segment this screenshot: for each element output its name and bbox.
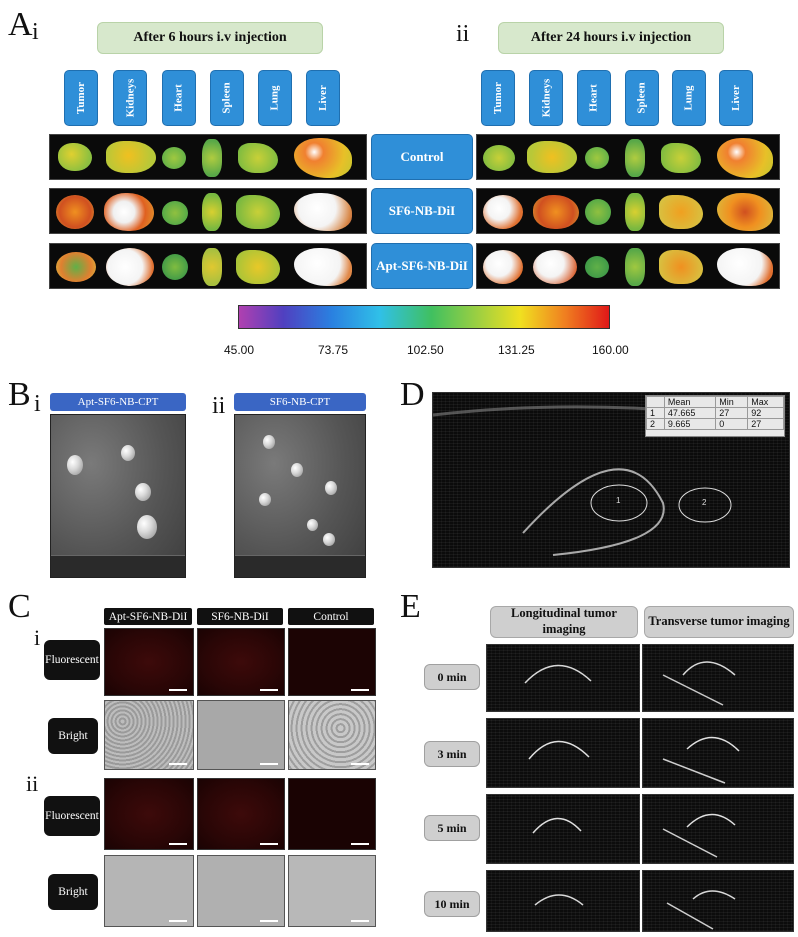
- row-label-bright-ii: Bright: [48, 874, 98, 910]
- sem-image-sf6-nb-cpt: [234, 414, 366, 578]
- time-label-5-min: 5 min: [424, 815, 480, 841]
- bright-image-sf6-ii: [197, 855, 285, 927]
- panel-c-sub-i: i: [34, 625, 41, 650]
- panel-b-sub-ii: ii: [212, 393, 226, 419]
- organ-label-heart-left: Heart: [162, 70, 196, 126]
- organ-label-lung-left: Lung: [258, 70, 292, 126]
- time-label-0-min: 0 min: [424, 664, 480, 690]
- organ-label-spleen-left: Spleen: [210, 70, 244, 126]
- organ-label-kidneys-left: Kidneys: [113, 70, 147, 126]
- organ-label-kidneys-right: Kidneys: [529, 70, 563, 126]
- organ-label-liver-right: Liver: [719, 70, 753, 126]
- col-head-transverse: Transverse tumor imaging: [644, 606, 794, 638]
- panel-e-letter: E: [400, 588, 421, 625]
- panel-c-letter: C: [8, 588, 31, 625]
- roi-label-2: 2: [702, 498, 707, 507]
- bright-image-apt-i: [104, 700, 194, 770]
- table-header-mean: Mean: [663, 396, 717, 408]
- roi-stats-table: Mean Min Max 1 47.665 27 92 2 9.665 0 27: [645, 395, 785, 437]
- row-label-control: Control: [371, 134, 473, 180]
- ultrasound-trans-10-min: [642, 870, 794, 932]
- organ-strip-6h-sf6: [49, 188, 367, 234]
- table-row: 2 9.665 0 27: [646, 418, 784, 430]
- header-24-hours: After 24 hours i.v injection: [498, 22, 724, 54]
- ultrasound-long-0-min: [486, 644, 640, 712]
- row-label-sf6-nb-dil: SF6-NB-DiI: [371, 188, 473, 234]
- sem-label-sf6-nb-cpt: SF6-NB-CPT: [234, 393, 366, 411]
- bright-image-control-ii: [288, 855, 376, 927]
- organ-strip-24h-control: [476, 134, 780, 180]
- organ-strip-24h-apt: [476, 243, 780, 289]
- panel-c-sub-ii: ii: [26, 771, 39, 796]
- bright-image-apt-ii: [104, 855, 194, 927]
- sem-label-apt-sf6-nb-cpt: Apt-SF6-NB-CPT: [50, 393, 186, 411]
- ultrasound-trans-0-min: [642, 644, 794, 712]
- organ-label-spleen-right: Spleen: [625, 70, 659, 126]
- ultrasound-long-10-min: [486, 870, 640, 932]
- panel-a-letter: A: [8, 6, 33, 43]
- bright-image-control-i: [288, 700, 376, 770]
- panel-b-letter: B: [8, 376, 31, 413]
- organ-label-heart-right: Heart: [577, 70, 611, 126]
- table-header-min: Min: [715, 396, 749, 408]
- organ-strip-6h-control: [49, 134, 367, 180]
- panel-a-sub-i: i: [32, 19, 39, 45]
- fluorescent-image-control-i: [288, 628, 376, 696]
- ultrasound-trans-3-min: [642, 718, 794, 788]
- colorbar-tick-5: 160.00: [592, 343, 629, 357]
- row-label-bright-i: Bright: [48, 718, 98, 754]
- colorbar-tick-3: 102.50: [407, 343, 444, 357]
- fluorescent-image-control-ii: [288, 778, 376, 850]
- fluorescent-image-sf6-i: [197, 628, 285, 696]
- intensity-colorbar: [238, 305, 610, 329]
- bright-image-sf6-i: [197, 700, 285, 770]
- organ-strip-6h-apt: [49, 243, 367, 289]
- colorbar-tick-1: 45.00: [224, 343, 255, 357]
- organ-strip-24h-sf6: [476, 188, 780, 234]
- organ-label-lung-right: Lung: [672, 70, 706, 126]
- colorbar-tick-2: 73.75: [318, 343, 349, 357]
- row-label-apt-sf6-nb-dil: Apt-SF6-NB-DiI: [371, 243, 473, 289]
- sem-image-apt-sf6-nb-cpt: [50, 414, 186, 578]
- time-label-3-min: 3 min: [424, 741, 480, 767]
- col-head-control: Control: [288, 608, 374, 625]
- ultrasound-image-d: 1 2 Mean Min Max 1 47.665 27 92 2 9.665 …: [432, 392, 790, 568]
- fluorescent-image-apt-ii: [104, 778, 194, 850]
- header-6-hours: After 6 hours i.v injection: [97, 22, 323, 54]
- panel-a-sub-ii: ii: [456, 21, 470, 47]
- sem-info-bar: [51, 555, 185, 577]
- col-head-apt-sf6-nb-dil: Apt-SF6-NB-DiI: [104, 608, 192, 625]
- table-row: 1 47.665 27 92: [646, 407, 784, 419]
- sem-info-bar: [235, 555, 365, 577]
- row-label-fluorescent-i: Fluorescent: [44, 640, 100, 680]
- time-label-10-min: 10 min: [424, 891, 480, 917]
- col-head-sf6-nb-dil: SF6-NB-DiI: [197, 608, 283, 625]
- fluorescent-image-sf6-ii: [197, 778, 285, 850]
- ultrasound-long-5-min: [486, 794, 640, 864]
- ultrasound-long-3-min: [486, 718, 640, 788]
- table-header-max: Max: [747, 396, 784, 408]
- organ-label-tumor-left: Tumor: [64, 70, 98, 126]
- organ-label-liver-left: Liver: [306, 70, 340, 126]
- panel-d-letter: D: [400, 376, 425, 413]
- colorbar-tick-4: 131.25: [498, 343, 535, 357]
- roi-label-1: 1: [616, 496, 621, 505]
- organ-label-tumor-right: Tumor: [481, 70, 515, 126]
- ultrasound-trans-5-min: [642, 794, 794, 864]
- fluorescent-image-apt-i: [104, 628, 194, 696]
- col-head-longitudinal: Longitudinal tumor imaging: [490, 606, 638, 638]
- row-label-fluorescent-ii: Fluorescent: [44, 796, 100, 836]
- table-header-index: [646, 396, 665, 408]
- panel-b-sub-i: i: [34, 391, 41, 417]
